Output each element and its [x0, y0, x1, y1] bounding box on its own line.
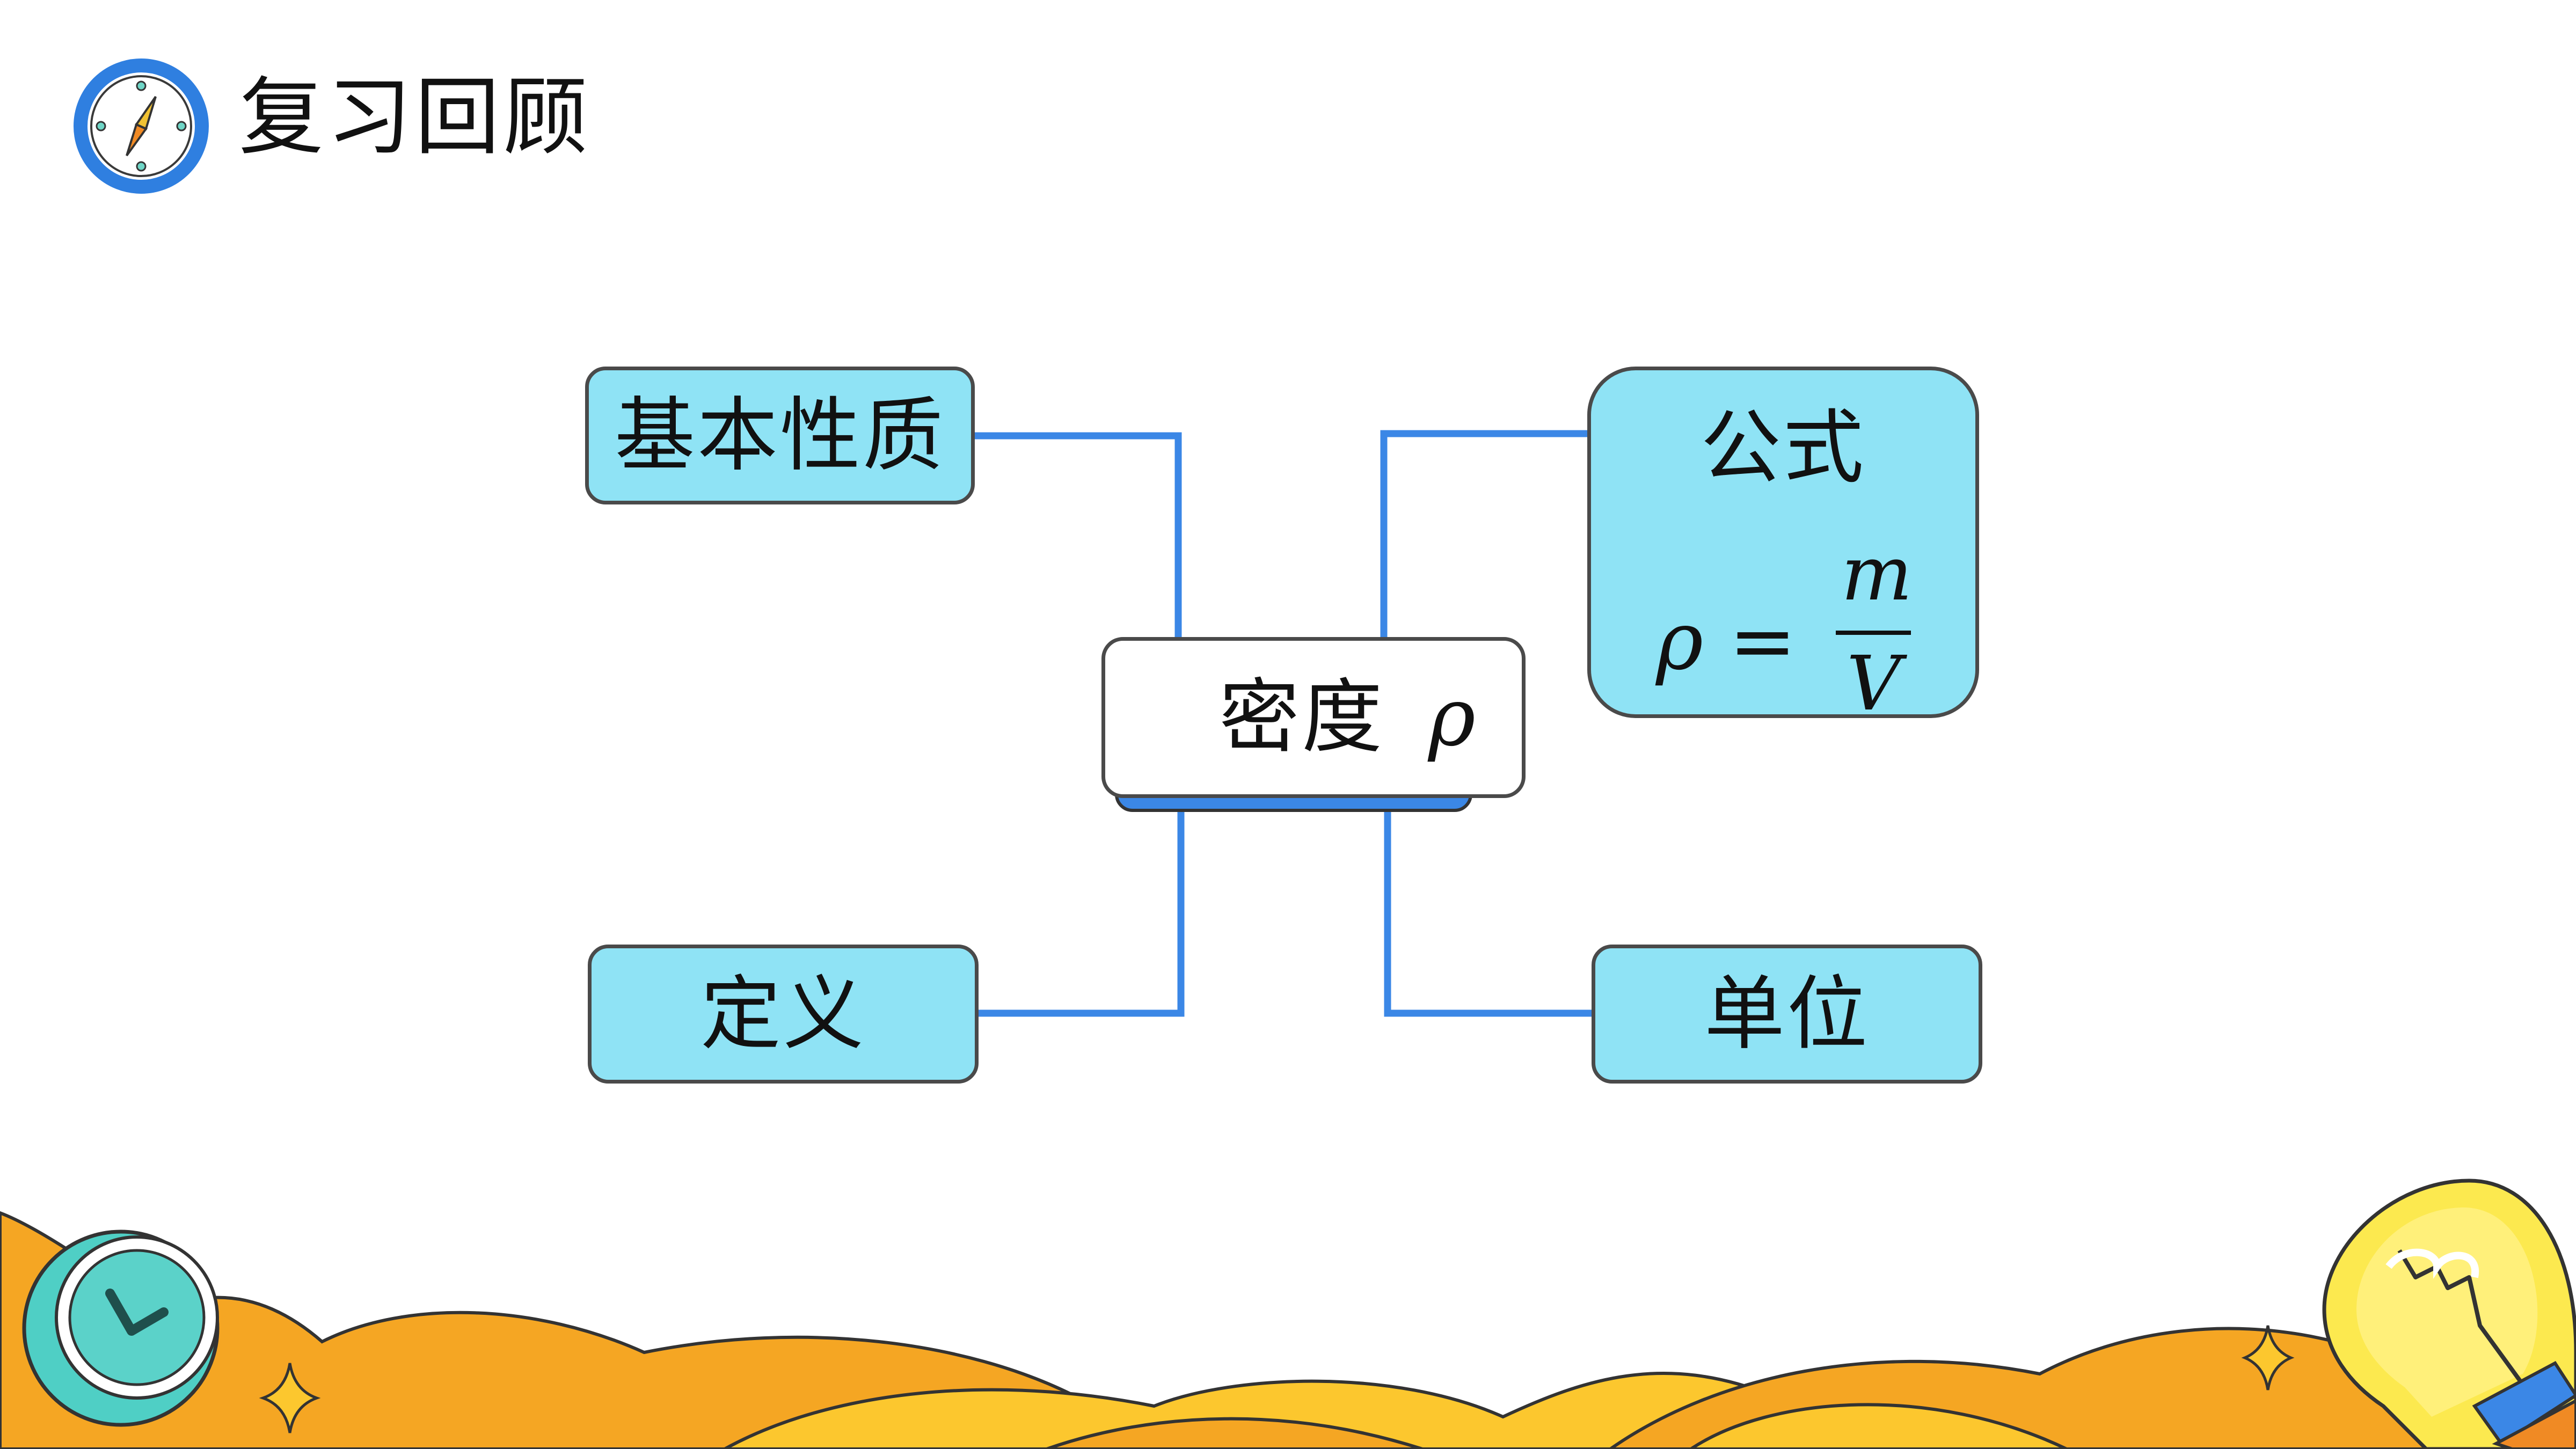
clock-icon: [22, 1230, 220, 1427]
connector-formula: [1380, 430, 1587, 639]
center-node-label: 密度: [1219, 671, 1385, 764]
lightbulb-icon: [2322, 1179, 2576, 1449]
formula-numerator: m: [1841, 530, 1913, 618]
compass-icon: [74, 58, 209, 194]
formula-denominator: V: [1847, 640, 1901, 728]
node-basic-property: 基本性质: [585, 367, 975, 504]
center-node-density: 密度 ρ: [1101, 637, 1526, 798]
formula-lhs: ρ =: [1656, 595, 1797, 688]
center-node-symbol: ρ: [1428, 671, 1478, 764]
connector-unit: [1384, 805, 1592, 1017]
footer-waves: [0, 1211, 2576, 1449]
node-definition-label: 定义: [700, 967, 866, 1061]
page-title: 复习回顾: [239, 68, 591, 167]
node-definition: 定义: [588, 945, 979, 1084]
node-basic-property-label: 基本性质: [614, 389, 945, 482]
node-formula: 公式: [1587, 367, 1979, 718]
connector-basic-property: [973, 432, 1182, 639]
node-unit: 单位: [1592, 945, 1982, 1084]
sparkle-icon: [259, 1363, 321, 1433]
node-formula-label: 公式: [1700, 401, 1866, 495]
connector-lines: [973, 430, 1592, 1017]
sparkle-icon: [2241, 1325, 2295, 1391]
formula-fraction-bar: [1836, 631, 1911, 635]
node-unit-label: 单位: [1704, 967, 1870, 1061]
connector-definition: [976, 805, 1185, 1017]
